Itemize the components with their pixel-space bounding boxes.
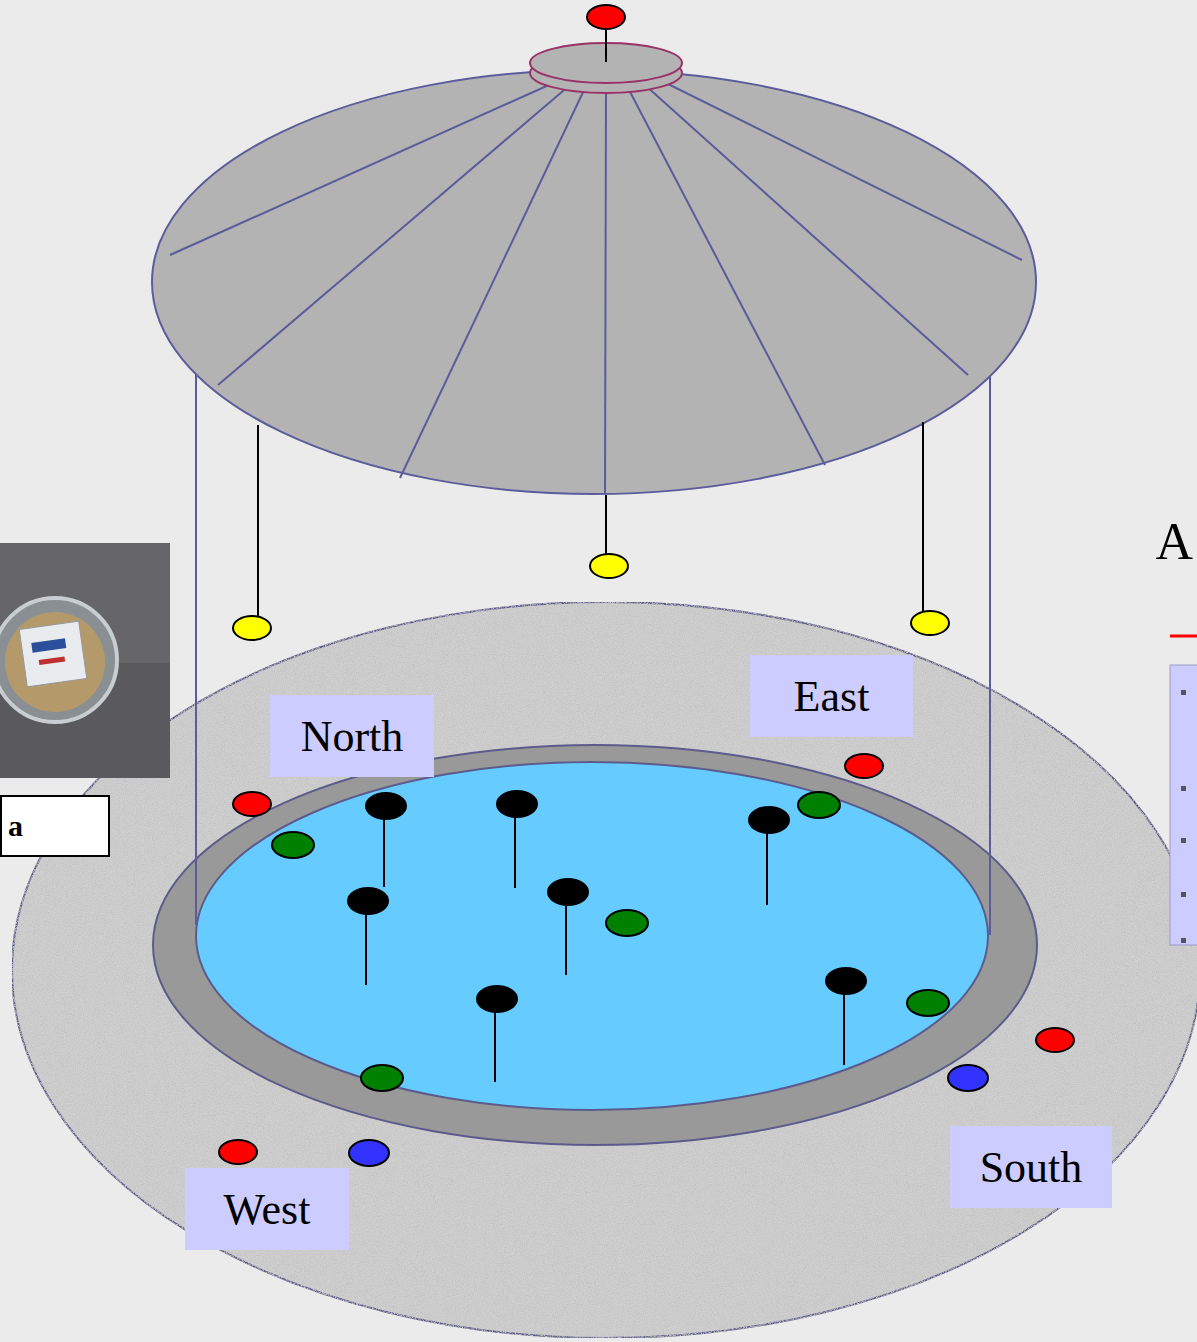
canopy xyxy=(152,70,1036,494)
black-sensors xyxy=(348,791,866,1082)
node-text: West xyxy=(224,1184,311,1235)
node-text: East xyxy=(794,671,870,722)
canopy-ribs xyxy=(170,80,1022,494)
sensor-dot xyxy=(587,5,625,29)
logger-photo xyxy=(0,543,170,778)
direction-label: East xyxy=(750,655,913,737)
direction-label: South xyxy=(950,1126,1112,1208)
enclosure-wall xyxy=(195,365,197,925)
photo-caption-box: a xyxy=(0,795,110,857)
red-sensors xyxy=(219,754,1074,1164)
blue-sensors xyxy=(349,1065,988,1166)
node-text: North xyxy=(301,711,404,762)
text-panel xyxy=(1170,665,1197,945)
slide-title-fragment: A xyxy=(1155,512,1193,571)
green-sensors xyxy=(272,792,949,1091)
granite-ground xyxy=(12,602,1197,1338)
node-text: a xyxy=(8,809,23,843)
bullet-marks xyxy=(1181,690,1186,943)
direction-label: West xyxy=(185,1168,349,1250)
enclosure-wall xyxy=(989,350,991,935)
direction-label: North xyxy=(270,695,434,777)
basin-rim xyxy=(153,745,1037,1145)
node-text: South xyxy=(980,1142,1083,1193)
title-rule xyxy=(1170,635,1197,638)
sensor-stem xyxy=(605,28,607,62)
water-surface xyxy=(196,762,988,1110)
hanging-sensors xyxy=(233,422,949,640)
